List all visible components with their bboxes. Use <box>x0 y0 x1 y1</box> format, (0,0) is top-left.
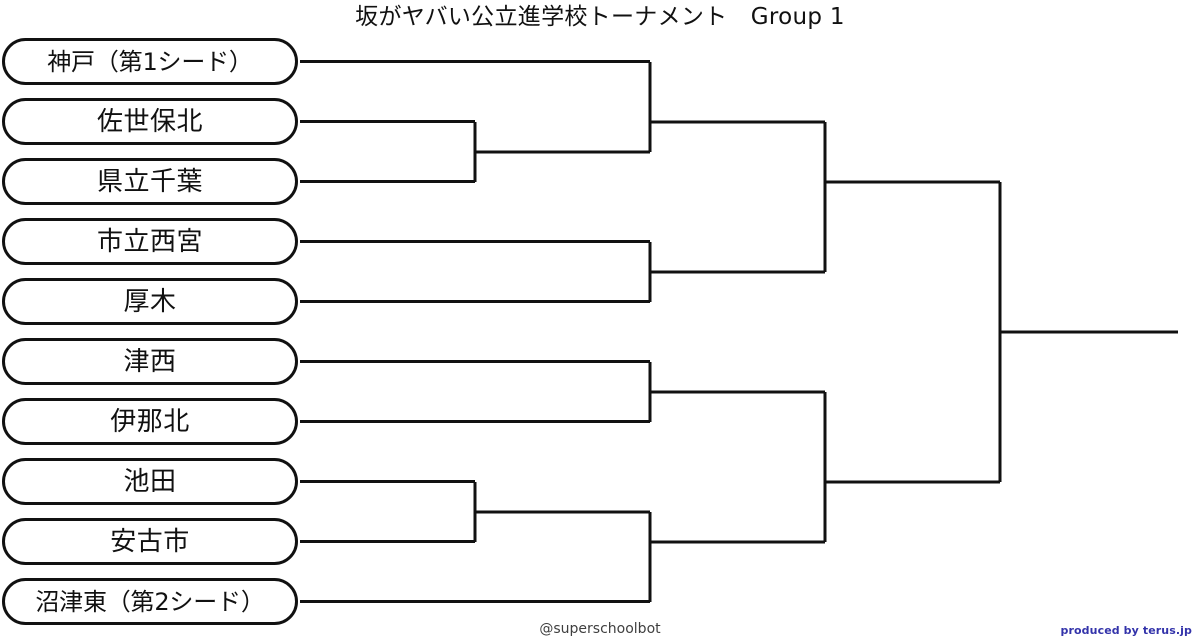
team-name: 佐世保北 <box>96 106 203 137</box>
team-name: 神戸（第1シード） <box>47 47 253 76</box>
team-box[interactable]: 市立西宮 <box>2 218 298 265</box>
team-name: 津西 <box>123 346 177 377</box>
team-box[interactable]: 安古市 <box>2 518 298 565</box>
handle-credit: @superschoolbot <box>539 621 661 637</box>
team-box[interactable]: 沼津東（第2シード） <box>2 578 298 625</box>
producer-credit: produced by terus.jp <box>1060 624 1192 637</box>
team-box[interactable]: 県立千葉 <box>2 158 298 205</box>
team-name: 安古市 <box>110 526 190 557</box>
team-box[interactable]: 伊那北 <box>2 398 298 445</box>
team-name: 伊那北 <box>110 406 190 437</box>
team-name: 県立千葉 <box>96 166 203 197</box>
team-box[interactable]: 池田 <box>2 458 298 505</box>
team-box[interactable]: 厚木 <box>2 278 298 325</box>
team-name: 市立西宮 <box>96 226 203 257</box>
team-box[interactable]: 佐世保北 <box>2 98 298 145</box>
team-box[interactable]: 神戸（第1シード） <box>2 38 298 85</box>
team-name: 池田 <box>123 466 177 497</box>
team-box[interactable]: 津西 <box>2 338 298 385</box>
team-name: 厚木 <box>123 286 177 317</box>
team-name: 沼津東（第2シード） <box>35 587 265 616</box>
page-title: 坂がヤバい公立進学校トーナメント Group 1 <box>355 4 845 30</box>
